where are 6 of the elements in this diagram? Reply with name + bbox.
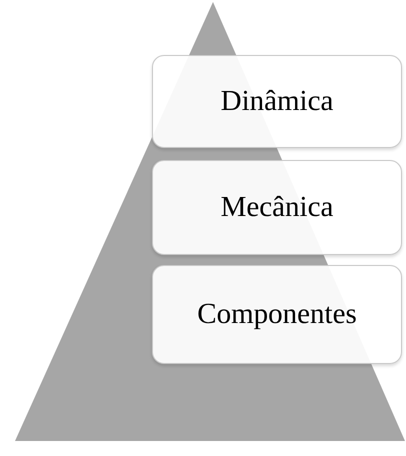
level-box <box>152 160 402 255</box>
level-box <box>152 265 402 364</box>
level-label: Componentes <box>197 298 357 331</box>
level-label: Mecânica <box>220 191 334 224</box>
level-box <box>152 55 402 148</box>
level-label: Dinâmica <box>220 85 334 118</box>
